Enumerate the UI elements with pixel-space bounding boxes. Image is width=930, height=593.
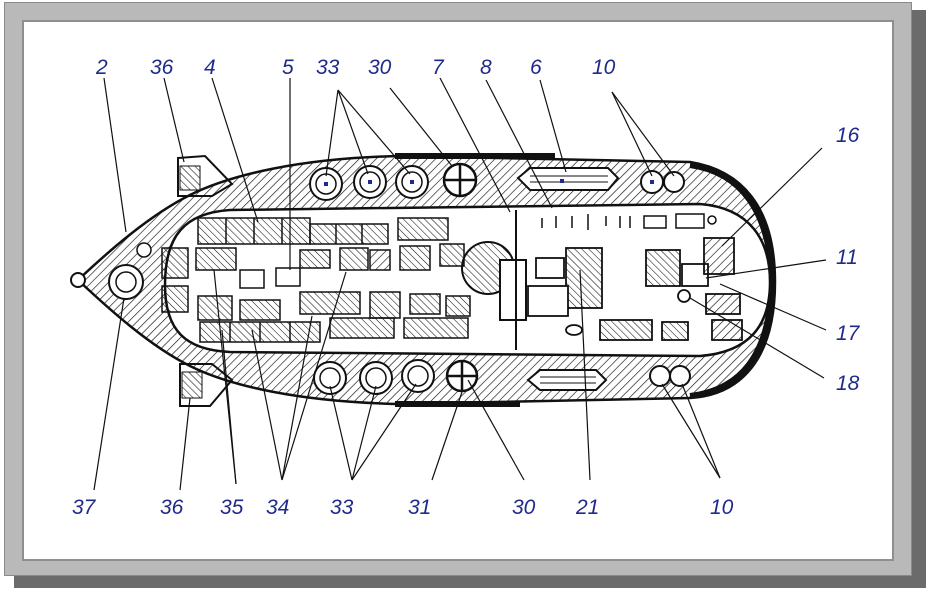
compartment-top (516, 167, 620, 191)
label-37: 37 (72, 496, 97, 519)
ballast-tanks-top (309, 165, 429, 201)
stern-tank-top-2 (663, 171, 685, 193)
label-8: 8 (480, 56, 492, 79)
ballast-tanks-bottom (313, 359, 435, 395)
stern-fairing (689, 162, 776, 399)
label-11: 11 (836, 246, 858, 269)
label-31: 31 (408, 496, 431, 519)
label-30-bottom: 30 (512, 496, 536, 519)
instrument-row (541, 213, 717, 230)
bow-eye (70, 272, 86, 288)
label-18: 18 (836, 372, 860, 395)
label-34: 34 (266, 496, 289, 519)
label-16: 16 (836, 124, 860, 147)
bow-chamber (108, 264, 144, 300)
label-17: 17 (836, 322, 861, 345)
label-10-top: 10 (592, 56, 616, 79)
label-36-top: 36 (150, 56, 174, 79)
bottom-labels: 37 36 35 34 33 31 30 21 10 (72, 496, 734, 519)
operator-station (527, 237, 743, 341)
leader-lines (93, 77, 827, 491)
label-33-top: 33 (316, 56, 340, 79)
stern-tank-bottom-2 (669, 365, 691, 387)
hatch-wheel-top (442, 162, 478, 198)
label-10-bottom: 10 (710, 496, 734, 519)
label-21: 21 (575, 496, 599, 519)
cargo-racks (161, 217, 471, 343)
compartment-bottom (526, 369, 608, 391)
top-labels: 2 36 4 5 33 30 7 8 6 10 (95, 56, 616, 79)
hatch-wheel-bottom (445, 359, 479, 393)
label-30-top: 30 (368, 56, 392, 79)
label-36-bottom: 36 (160, 496, 184, 519)
label-6: 6 (530, 56, 542, 79)
right-labels: 16 11 17 18 (836, 124, 861, 395)
label-7: 7 (432, 56, 445, 79)
label-2: 2 (95, 56, 108, 79)
label-33-bottom: 33 (330, 496, 354, 519)
label-4: 4 (204, 56, 216, 79)
label-5: 5 (282, 56, 294, 79)
stern-tank-bottom-1 (649, 365, 671, 387)
label-35: 35 (220, 496, 244, 519)
